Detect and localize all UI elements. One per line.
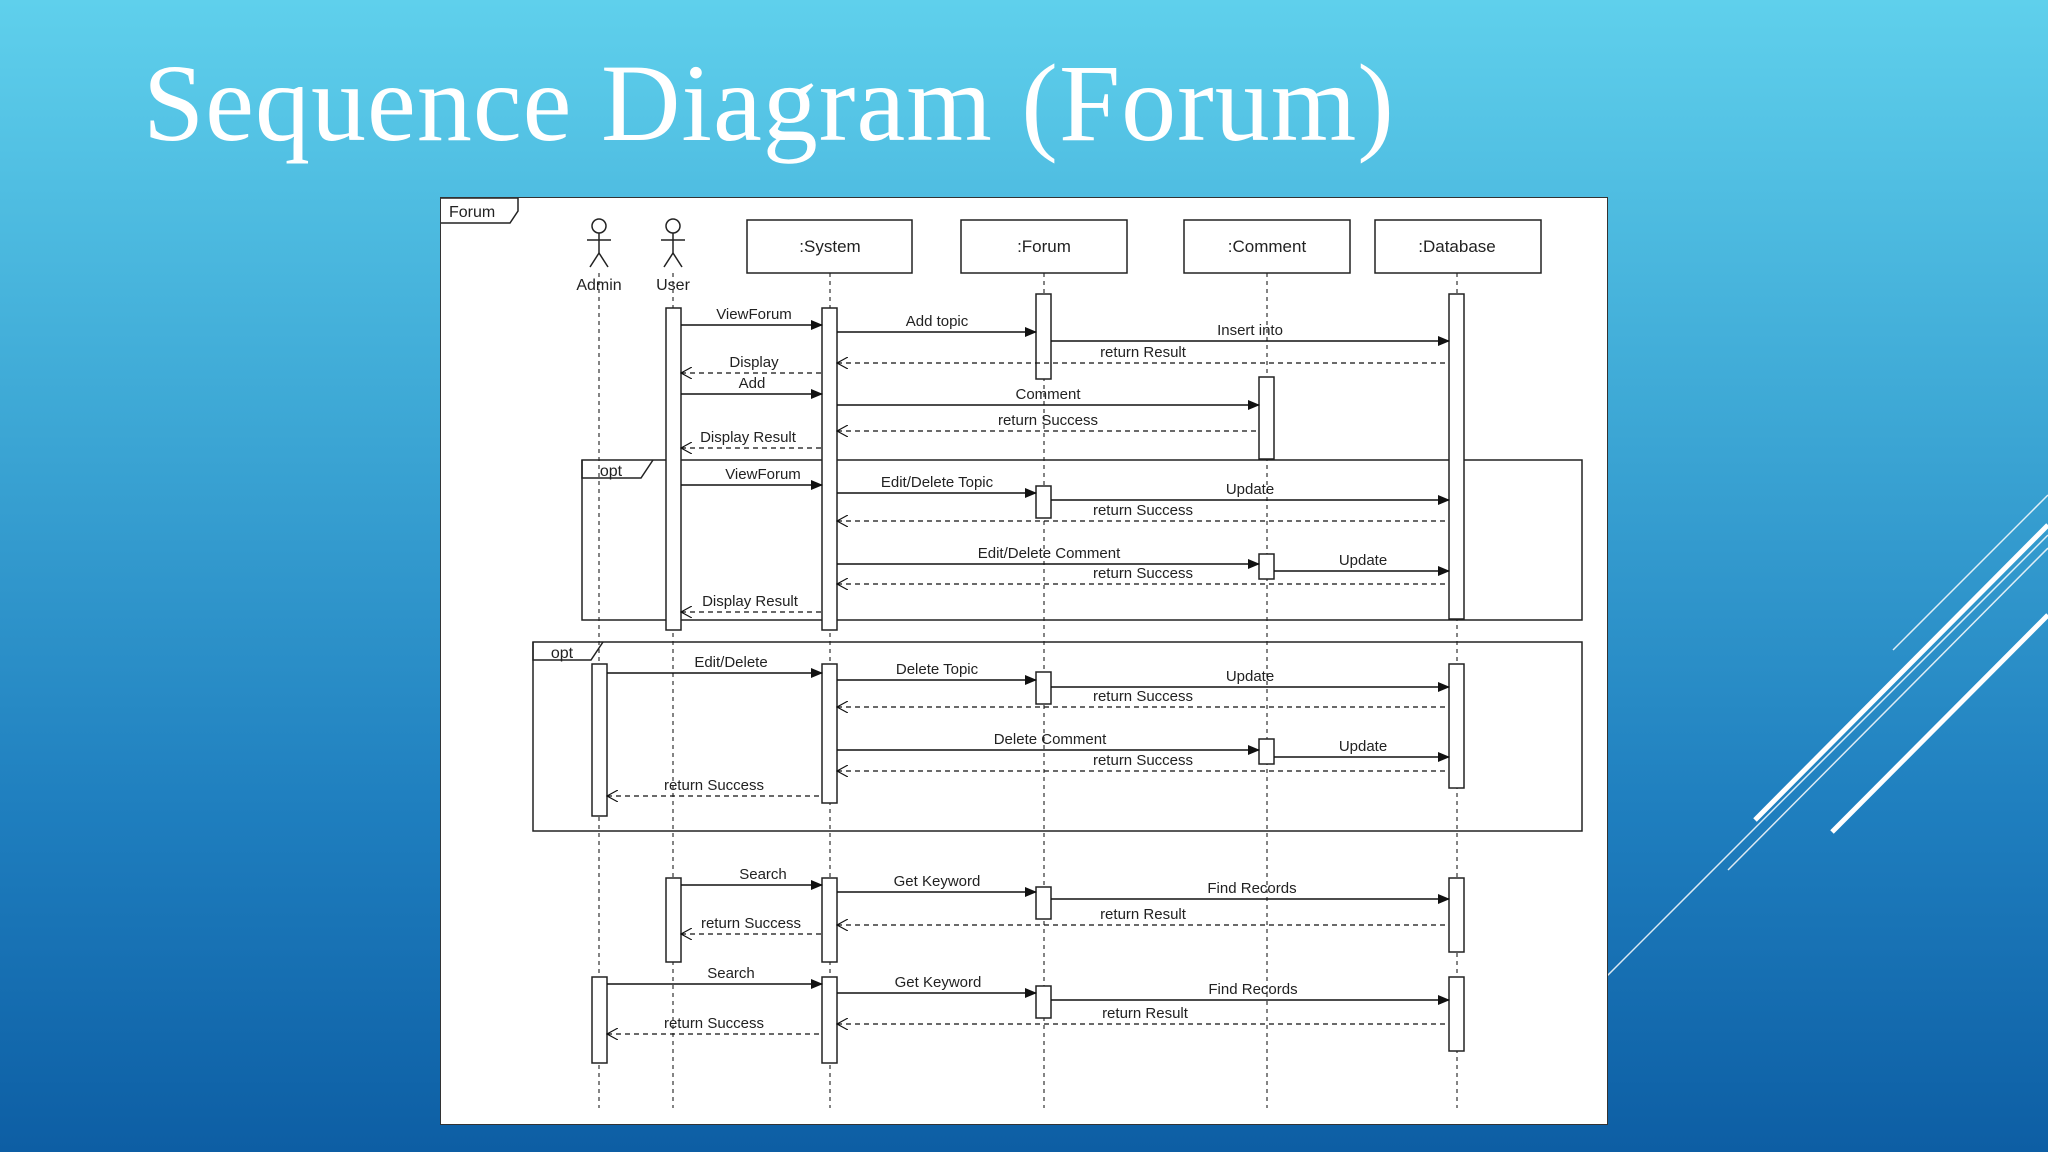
activation-admin-1 <box>591 663 608 817</box>
msg-label-18: Edit/Delete <box>694 654 767 671</box>
activation-system-2 <box>821 663 838 804</box>
msg-label-14: Edit/Delete Comment <box>978 545 1121 562</box>
activation-forum-1 <box>1035 293 1052 380</box>
msg-label-29: return Result <box>1100 906 1187 923</box>
object-system-label: :System <box>799 237 860 256</box>
slide-title: Sequence Diagram (Forum) <box>143 42 1395 164</box>
activation-comment-1 <box>1258 376 1275 460</box>
activation-system-4 <box>821 976 838 1064</box>
activation-database-3 <box>1448 877 1465 953</box>
fragment-opt-2-label: opt <box>551 645 574 662</box>
msg-label-27: Get Keyword <box>894 873 981 890</box>
activation-database-4 <box>1448 976 1465 1052</box>
msg-label-6: Add <box>739 375 766 392</box>
fragment-opt-2 <box>532 641 1583 832</box>
activation-user-1 <box>665 307 682 631</box>
activation-user-2 <box>665 877 682 963</box>
object-database-box <box>1374 219 1542 274</box>
msg-label-20: Update <box>1226 668 1274 685</box>
fragment-opt-1-label: opt <box>600 463 623 480</box>
activation-database-1 <box>1448 293 1465 620</box>
fragment-opt-1 <box>581 459 1583 621</box>
msg-label-23: Update <box>1339 738 1387 755</box>
fragment-opt-2-tag <box>532 641 604 661</box>
sequence-diagram: Forum Admin User :System :Forum :Comment… <box>440 197 1608 1125</box>
activation-admin-2 <box>591 976 608 1064</box>
frame-label-box <box>441 198 519 224</box>
msg-label-7: Comment <box>1015 386 1081 403</box>
msg-label-24: return Success <box>1093 752 1193 769</box>
actor-admin-icon <box>587 218 611 268</box>
actor-user-icon <box>661 218 685 268</box>
msg-label-21: return Success <box>1093 688 1193 705</box>
activation-forum-5 <box>1035 985 1052 1019</box>
msg-label-1: ViewForum <box>716 306 792 323</box>
msg-label-2: Add topic <box>906 313 969 330</box>
msg-label-28: Find Records <box>1207 880 1296 897</box>
activation-forum-4 <box>1035 886 1052 920</box>
actor-admin-label: Admin <box>576 277 621 294</box>
msg-label-25: return Success <box>664 777 764 794</box>
activation-database-2 <box>1448 663 1465 789</box>
msg-label-9: Display Result <box>700 429 797 446</box>
activation-forum-2 <box>1035 485 1052 519</box>
msg-label-31: Search <box>707 965 755 982</box>
msg-label-8: return Success <box>998 412 1098 429</box>
msg-label-12: Update <box>1226 481 1274 498</box>
msg-label-4: return Result <box>1100 344 1187 361</box>
object-comment-box <box>1183 219 1351 274</box>
msg-label-33: Find Records <box>1208 981 1297 998</box>
msg-label-19: Delete Topic <box>896 661 979 678</box>
activation-system-1 <box>821 307 838 631</box>
object-comment-label: :Comment <box>1228 237 1307 256</box>
frame-label: Forum <box>449 204 495 221</box>
activation-forum-3 <box>1035 671 1052 705</box>
msg-label-34: return Result <box>1102 1005 1189 1022</box>
msg-label-3: Insert into <box>1217 322 1283 339</box>
actor-user-label: User <box>656 277 690 294</box>
msg-label-13: return Success <box>1093 502 1193 519</box>
msg-label-26: Search <box>739 866 787 883</box>
activation-comment-3 <box>1258 738 1275 765</box>
activation-system-3 <box>821 877 838 963</box>
msg-label-17: Display Result <box>702 593 799 610</box>
object-system-box <box>746 219 913 274</box>
msg-label-35: return Success <box>664 1015 764 1032</box>
object-forum-box <box>960 219 1128 274</box>
msg-label-22: Delete Comment <box>994 731 1107 748</box>
fragment-opt-1-tag <box>581 459 654 479</box>
msg-label-15: Update <box>1339 552 1387 569</box>
object-forum-label: :Forum <box>1017 237 1071 256</box>
activation-comment-2 <box>1258 553 1275 580</box>
msg-label-5: Display <box>729 354 779 371</box>
msg-label-11: Edit/Delete Topic <box>881 474 994 491</box>
msg-label-32: Get Keyword <box>895 974 982 991</box>
msg-label-16: return Success <box>1093 565 1193 582</box>
msg-label-10: ViewForum <box>725 466 801 483</box>
msg-label-30: return Success <box>701 915 801 932</box>
object-database-label: :Database <box>1418 237 1496 256</box>
